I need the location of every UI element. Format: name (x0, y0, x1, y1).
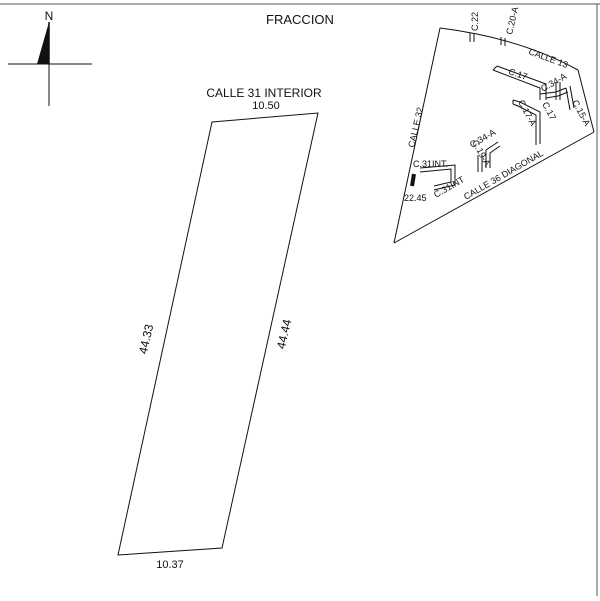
label-c22: C.22 (470, 12, 480, 31)
calle-32-line (393, 27, 441, 244)
label-c17a: C.17-A (516, 98, 538, 127)
label-c31int-top: C.31INT. (413, 159, 448, 169)
right-boundary-line (577, 69, 595, 133)
lot-boundary (117, 112, 319, 556)
label-c34a-top: C.34-A (539, 71, 568, 94)
label-c17-mid: C.17 (540, 100, 558, 121)
lot-bottom-frontage: 10.37 (156, 559, 184, 571)
label-calle36: CALLE 36 DIAGONAL (462, 148, 545, 202)
c31int-street (419, 164, 456, 191)
lot-street-label: CALLE 31 INTERIOR (206, 86, 322, 100)
lot-right-side: 44.44 (274, 318, 294, 351)
location-distance: 22.45 (404, 193, 427, 203)
north-arrow-icon (8, 22, 92, 106)
c15a-street (565, 87, 571, 111)
location-map (393, 27, 595, 244)
site-marker (410, 173, 416, 187)
label-calle13: CALLE 13 (527, 46, 569, 69)
label-c19a: C.19-A (470, 138, 492, 167)
plan-title: FRACCION (266, 12, 334, 27)
lot-left-side: 44.33 (136, 323, 156, 356)
label-calle32: CALLE 32 (406, 106, 425, 148)
c17a-street (512, 103, 537, 145)
c17-upper-street (492, 69, 541, 100)
calle-13-line (439, 27, 579, 71)
label-c31int-bottom: C.31INT (432, 174, 466, 200)
north-label: N (45, 9, 54, 23)
c34a-left-street (485, 141, 499, 168)
calle-36-line (393, 131, 595, 244)
lot-top-frontage: 10.50 (252, 100, 280, 112)
label-c20a: C.20-A (504, 6, 520, 36)
